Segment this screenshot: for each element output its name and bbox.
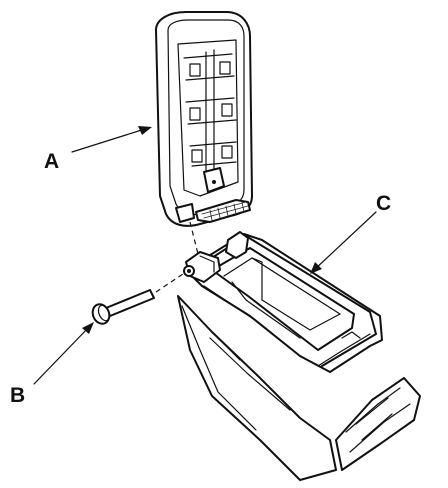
leader-lines <box>33 126 377 385</box>
armrest-lid <box>155 11 253 227</box>
bolt <box>91 271 187 325</box>
callout-a-label: A <box>44 150 59 173</box>
callout-c-label: C <box>376 192 391 215</box>
console-box <box>177 231 421 481</box>
alignment-line <box>189 221 199 255</box>
callout-b-label: B <box>10 384 25 407</box>
